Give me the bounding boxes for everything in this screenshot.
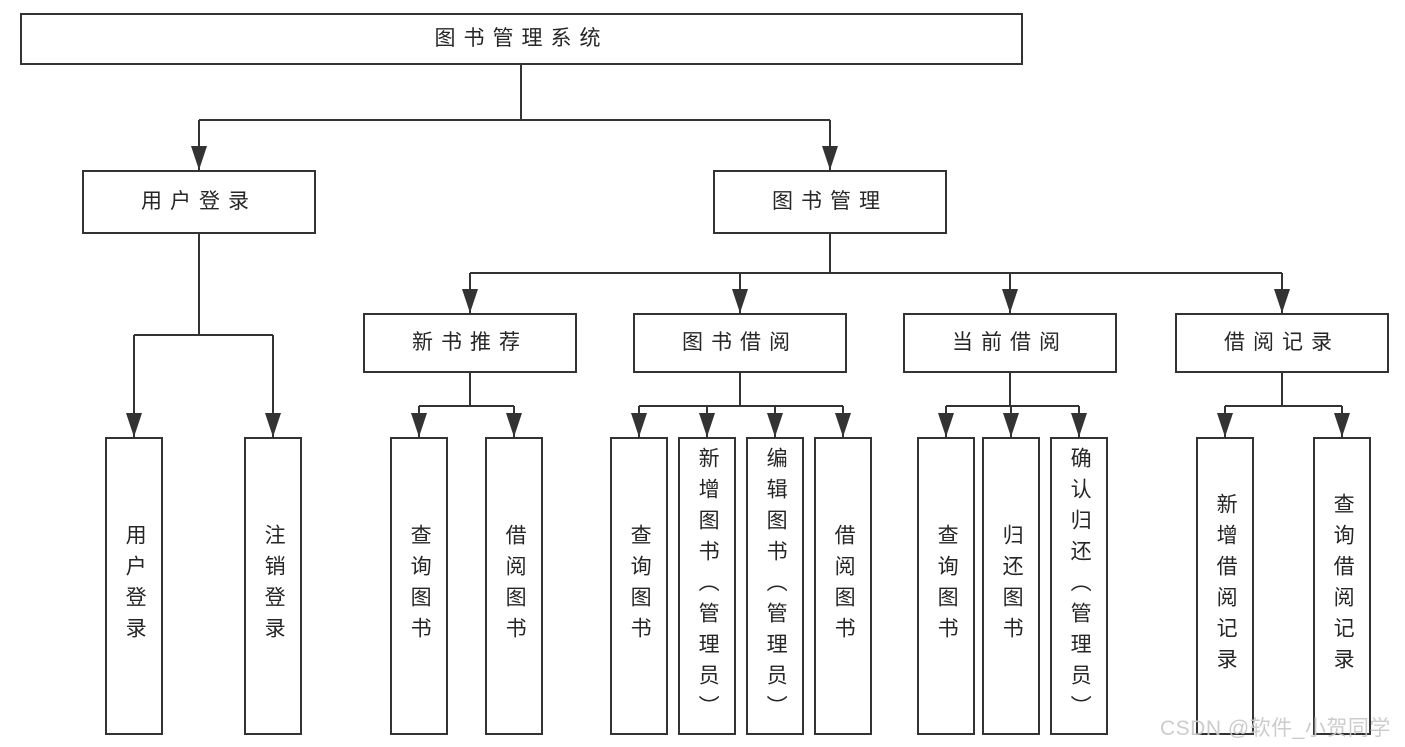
- leaf-current-return-book: 归还图书: [982, 437, 1040, 735]
- node-current-borrowing: 当前借阅: [903, 313, 1117, 373]
- node-user-login: 用户登录: [82, 170, 316, 234]
- connectors-book-management: [462, 234, 1290, 313]
- leaf-borrowing-query-book: 查询图书: [610, 437, 668, 735]
- leaf-borrowing-add-book-admin: 新增图书（管理员）: [678, 437, 736, 735]
- connectors-current-borrowing: [938, 373, 1087, 437]
- connectors-new-book-recommend: [411, 373, 522, 437]
- connectors-root: [191, 65, 838, 170]
- node-library-system: 图书管理系统: [20, 13, 1023, 65]
- leaf-current-query-book: 查询图书: [917, 437, 975, 735]
- leaf-borrowing-borrow-book: 借阅图书: [814, 437, 872, 735]
- node-book-borrowing: 图书借阅: [633, 313, 847, 373]
- connectors-book-borrowing: [631, 373, 851, 437]
- leaf-records-query-record: 查询借阅记录: [1313, 437, 1371, 735]
- connectors-user-login: [126, 234, 281, 437]
- leaf-user-login: 用户登录: [105, 437, 163, 735]
- leaf-records-add-record: 新增借阅记录: [1196, 437, 1254, 735]
- leaf-current-confirm-return-admin: 确认归还（管理员）: [1050, 437, 1108, 735]
- connectors-borrowing-records: [1217, 373, 1350, 437]
- leaf-recommend-borrow-book: 借阅图书: [485, 437, 543, 735]
- node-new-book-recommend: 新书推荐: [363, 313, 577, 373]
- csdn-watermark: CSDN @软件_小贺同学: [1160, 717, 1391, 740]
- leaf-borrowing-edit-book-admin: 编辑图书（管理员）: [746, 437, 804, 735]
- node-book-management: 图书管理: [713, 170, 947, 234]
- leaf-recommend-query-book: 查询图书: [390, 437, 448, 735]
- node-borrowing-records: 借阅记录: [1175, 313, 1389, 373]
- leaf-logout: 注销登录: [244, 437, 302, 735]
